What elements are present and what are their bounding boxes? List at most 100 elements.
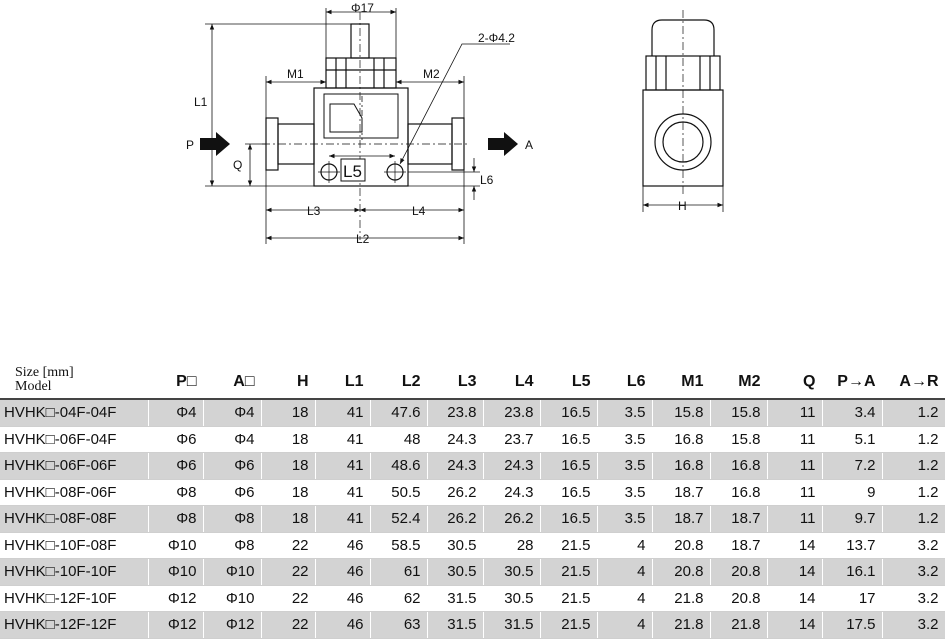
column-header: Q [767,351,823,400]
table-cell: 21.8 [652,585,711,612]
table-cell: 18 [261,479,316,506]
column-header: M1 [652,351,711,400]
table-cell: 16.5 [540,505,598,533]
table-cell: 41 [315,505,371,533]
table-cell: 58.5 [370,532,428,559]
label-l5-box: L5 [340,158,366,182]
label-p: P [186,138,194,152]
table-cell: Φ12 [148,585,204,612]
column-header: L4 [483,351,541,400]
table-cell: 16.5 [540,426,598,453]
table-cell: 22 [261,558,316,586]
table-cell: Φ4 [203,399,262,427]
a-arrow-shaft [488,138,504,150]
table-cell: 31.5 [427,611,484,639]
table-cell: 9 [822,479,883,506]
model-cell: HVHK□-08F-06F [0,479,149,506]
table-cell: 41 [315,479,371,506]
table-cell: 16.8 [710,479,768,506]
table-cell: 3.2 [882,532,945,559]
table-cell: 16.8 [652,426,711,453]
table-cell: 21.8 [710,611,768,639]
side-cap [651,19,715,56]
label-a: A [525,138,533,152]
table-cell: 26.2 [483,505,541,533]
table-cell: 13.7 [822,532,883,559]
table-cell: 16.5 [540,399,598,427]
table-cell: 63 [370,611,428,639]
table-cell: 41 [315,399,371,427]
flow-arrows [200,132,518,156]
table-cell: 18 [261,426,316,453]
column-header: A□ [203,351,262,400]
table-cell: 16.5 [540,479,598,506]
table-cell: 3.4 [822,399,883,427]
label-l2: L2 [356,232,370,246]
table-cell: 26.2 [427,479,484,506]
column-header: L1 [315,351,371,400]
table-cell: 4 [597,532,653,559]
table-cell: 1.2 [882,399,945,427]
front-labels: Φ17 2-Φ4.2 M1 M2 L1 P A Q L6 L3 L4 L2 [186,1,533,246]
label-l5: L5 [343,162,362,181]
table-cell: 46 [315,585,371,612]
model-cell: HVHK□-08F-08F [0,505,149,533]
table-cell: 1.2 [882,479,945,506]
table-cell: 3.5 [597,452,653,480]
side-view [642,10,724,212]
table-cell: 48 [370,426,428,453]
label-l3: L3 [307,204,321,218]
model-cell: HVHK□-12F-10F [0,585,149,612]
model-cell: HVHK□-04F-04F [0,399,149,427]
label-m1: M1 [287,67,304,81]
column-header: L3 [427,351,484,400]
table-cell: 18 [261,452,316,480]
table-cell: 24.3 [427,452,484,480]
table-cell: 21.5 [540,532,598,559]
table-cell: 17 [822,585,883,612]
table-cell: 16.1 [822,558,883,586]
table-cell: 22 [261,532,316,559]
table-cell: 3.5 [597,426,653,453]
table-cell: Φ10 [203,558,262,586]
table-cell: 31.5 [483,611,541,639]
table-cell: 41 [315,426,371,453]
model-cell: HVHK□-10F-10F [0,558,149,586]
table-cell: 3.5 [597,505,653,533]
model-cell: HVHK□-06F-06F [0,452,149,480]
table-header-row: Size [mm] Model P□ A□ H L1 L2 L3 L4 L5 L… [0,351,945,400]
a-arrow-head [504,132,518,156]
table-cell: 41 [315,452,371,480]
table-cell: Φ8 [203,505,262,533]
table-cell: 21.5 [540,585,598,612]
table-cell: 1.2 [882,505,945,533]
right-port-collet [451,117,465,171]
table-cell: 3.5 [597,479,653,506]
table-cell: 20.8 [652,532,711,559]
column-header: A→R [882,351,945,400]
table-cell: 30.5 [483,558,541,586]
table-cell: 18 [261,399,316,427]
table-cell: 14 [767,611,823,639]
table-cell: 20.8 [652,558,711,586]
corner-header: Size [mm] Model [0,351,149,400]
table-cell: 23.8 [483,399,541,427]
label-l1: L1 [194,95,208,109]
table-cell: Φ8 [148,479,204,506]
spec-table: Size [mm] Model P□ A□ H L1 L2 L3 L4 L5 L… [0,351,945,639]
table-cell: 21.5 [540,558,598,586]
table-cell: 3.5 [597,399,653,427]
table-cell: 11 [767,399,823,427]
table-cell: 31.5 [427,585,484,612]
table-cell: 48.6 [370,452,428,480]
table-cell: 18.7 [652,505,711,533]
table-cell: Φ8 [148,505,204,533]
table-cell: Φ10 [148,558,204,586]
table-cell: 18.7 [710,532,768,559]
table-cell: 11 [767,452,823,480]
column-header: L6 [597,351,653,400]
